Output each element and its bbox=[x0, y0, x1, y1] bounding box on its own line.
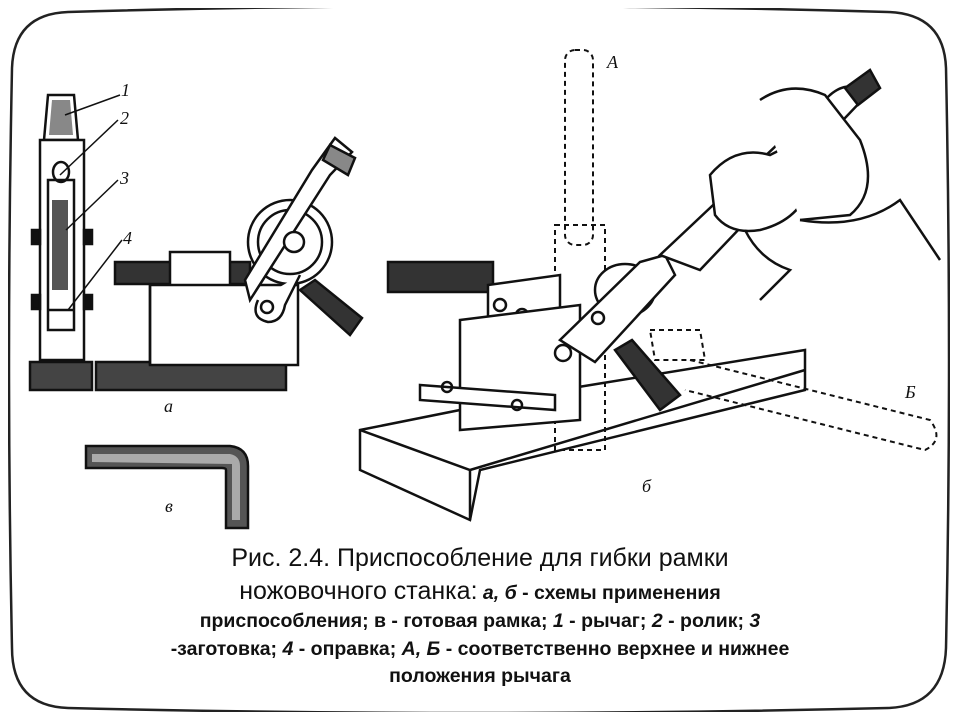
caption-seg: - схемы применения bbox=[516, 582, 721, 604]
caption-seg: 1 bbox=[552, 610, 564, 632]
caption-line-5: положения рычага bbox=[389, 665, 571, 687]
caption-line-2: ножовочного станка: а, б - схемы примене… bbox=[30, 579, 930, 604]
caption-seg: 4 bbox=[282, 637, 294, 660]
caption-seg: - рычаг; bbox=[563, 610, 652, 632]
part-number-4: 4 bbox=[123, 228, 132, 248]
view-b-isometric bbox=[358, 49, 942, 522]
caption-line-4: -заготовка; 4 - оправка; А, Б - соответс… bbox=[30, 637, 930, 660]
caption-seg: а, б bbox=[477, 582, 517, 604]
figure-drawing: 1 2 3 4 а в bbox=[28, 49, 942, 530]
view-label-a: а bbox=[164, 396, 173, 416]
caption-seg: - соответственно верхнее и нижнее bbox=[440, 637, 790, 660]
view-label-b: б bbox=[642, 476, 652, 496]
caption-seg: приспособления; в - готовая рамка; bbox=[199, 610, 553, 632]
part-number-1: 1 bbox=[121, 80, 130, 100]
position-label-lower: Б bbox=[904, 382, 916, 402]
view-a-front bbox=[113, 136, 364, 367]
caption-seg: А, Б bbox=[401, 637, 441, 660]
view-label-v: в bbox=[165, 496, 173, 516]
figure-caption: Рис. 2.4. Приспособление для гибки рамки… bbox=[30, 546, 930, 687]
caption-seg: -заготовка; bbox=[170, 637, 283, 660]
caption-seg: 2 bbox=[651, 610, 663, 632]
caption-seg: 3 bbox=[749, 610, 761, 632]
view-a-side-section bbox=[28, 93, 288, 392]
part-number-2: 2 bbox=[120, 108, 129, 128]
position-label-upper: А bbox=[606, 52, 619, 72]
caption-seg: - оправка; bbox=[293, 637, 402, 660]
caption-seg: - ролик; bbox=[662, 610, 750, 632]
caption-title: Рис. 2.4. Приспособление для гибки рамки bbox=[231, 544, 729, 572]
part-number-3: 3 bbox=[119, 168, 129, 188]
view-v-bent-frame bbox=[84, 444, 250, 530]
caption-line-3: приспособления; в - готовая рамка; 1 - р… bbox=[30, 610, 930, 632]
caption-lead: ножовочного станка: bbox=[239, 577, 478, 605]
rounded-frame bbox=[8, 8, 950, 712]
